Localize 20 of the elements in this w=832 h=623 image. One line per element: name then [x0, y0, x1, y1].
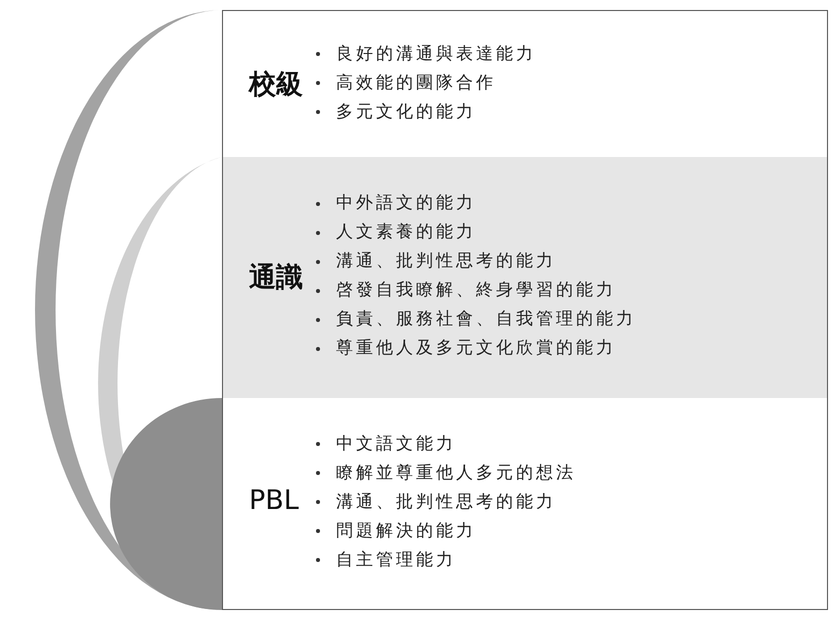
bullet-item: 中外語文的能力: [336, 192, 476, 215]
bullet-item: 負責、服務社會、自我管理的能力: [336, 308, 636, 331]
row-heading: PBL: [249, 485, 299, 516]
row-box: [222, 10, 828, 158]
bullet-item: 瞭解並尊重他人多元的想法: [336, 462, 576, 484]
bullet-item: 問題解決的能力: [336, 520, 476, 542]
row-heading: 通識: [249, 261, 303, 295]
row-box: [222, 157, 828, 399]
bullet-item: 良好的溝通與表達能力: [336, 42, 536, 66]
bullet-item: 自主管理能力: [336, 548, 456, 572]
bullet-item: 溝通、批判性思考的能力: [336, 490, 556, 514]
bullet-item: 尊重他人及多元文化欣賞的能力: [336, 337, 616, 360]
bullet-item: 高效能的團隊合作: [336, 72, 496, 94]
bullet-item: 溝通、批判性思考的能力: [336, 250, 556, 273]
bullet-item: 中文語文能力: [336, 432, 456, 456]
row-box: [222, 398, 828, 610]
bullet-item: 多元文化的能力: [336, 100, 476, 124]
bullet-item: 啓發自我瞭解、終身學習的能力: [336, 279, 616, 302]
row-heading: 校級: [249, 68, 303, 102]
bullet-item: 人文素養的能力: [336, 221, 476, 244]
